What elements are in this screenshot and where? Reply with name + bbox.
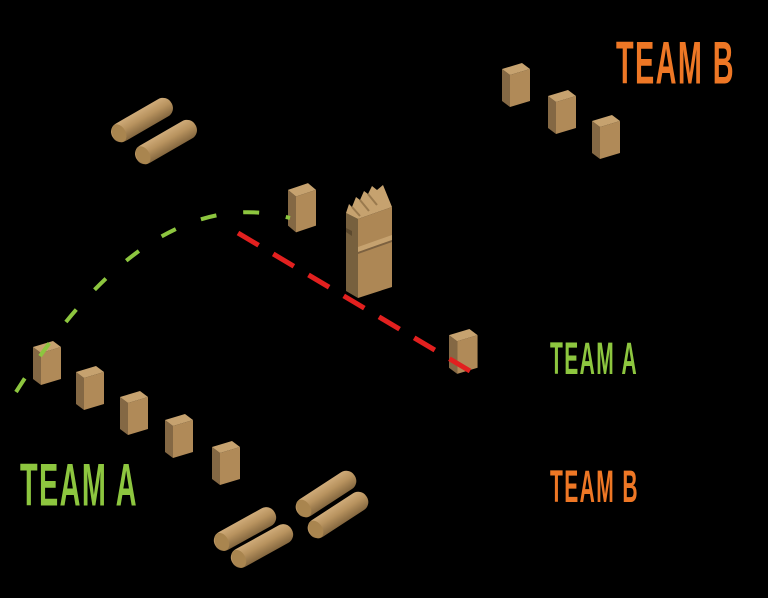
- team-b-area-label: TEAM B: [616, 31, 736, 97]
- green-throw-trajectory: [14, 210, 291, 394]
- kubb-team-a-3: [120, 391, 148, 435]
- kubb-team-b-1: [502, 63, 530, 107]
- kubb-team-a-2: [76, 366, 104, 410]
- legend-team-b-label: TEAM B: [550, 463, 639, 513]
- team-a-area-label: TEAM A: [20, 453, 138, 519]
- king: [346, 185, 392, 298]
- kubb-team-a-4: [165, 414, 193, 458]
- legend-team-a-label: TEAM A: [550, 335, 639, 385]
- kubb-team-a-5: [212, 441, 240, 485]
- field-kubb-center: [288, 183, 316, 233]
- red-throw-trajectory: [236, 230, 472, 374]
- kubb-team-b-2: [548, 90, 576, 134]
- kubb-team-b-3: [592, 115, 620, 159]
